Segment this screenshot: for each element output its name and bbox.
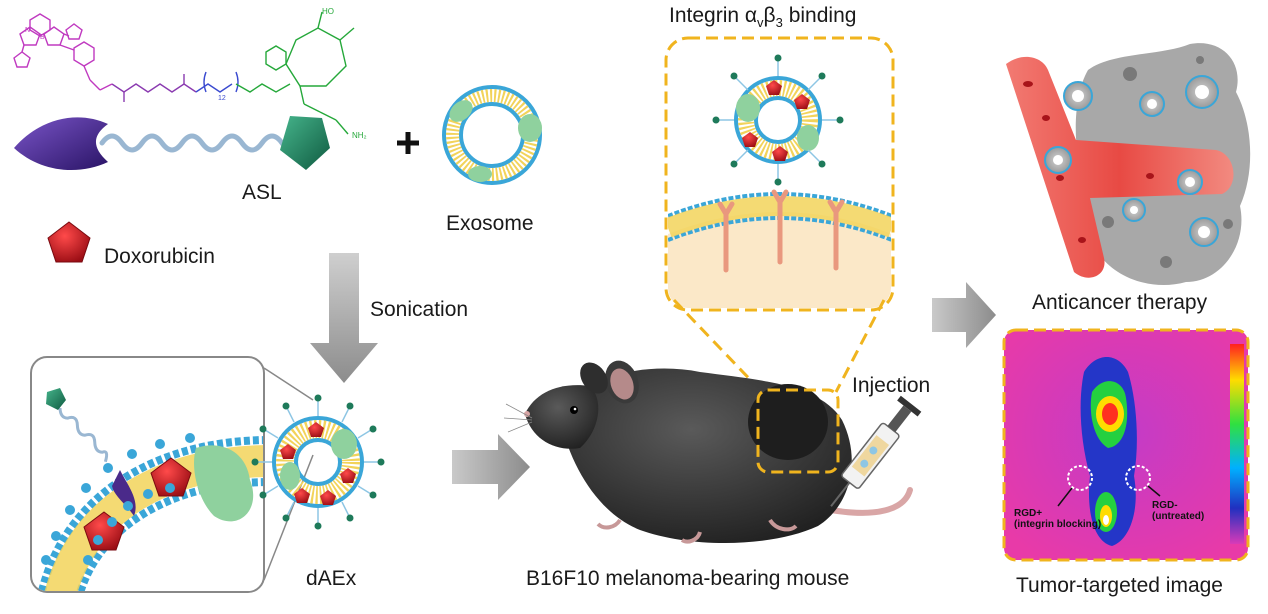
arrow-to-mouse bbox=[452, 434, 530, 500]
chem-peg-subscript: 12 bbox=[218, 95, 226, 102]
daex-icon bbox=[251, 394, 385, 530]
anticancer-therapy-label: Anticancer therapy bbox=[1032, 291, 1208, 314]
plus-icon bbox=[397, 132, 419, 154]
syringe-icon bbox=[830, 395, 922, 507]
rgd-minus-line1: RGD- bbox=[1152, 500, 1178, 511]
mouse-icon bbox=[503, 360, 913, 544]
rgd-minus-line2: (untreated) bbox=[1152, 511, 1205, 522]
chem-atom-nh2: NH₂ bbox=[352, 131, 367, 140]
asl-molecule-icon bbox=[14, 116, 330, 171]
zoom-connector-left bbox=[672, 298, 764, 394]
sonication-label: Sonication bbox=[370, 298, 469, 321]
doxorubicin-icon bbox=[47, 221, 91, 263]
rgd-minus-label: RGD- (untreated) bbox=[1152, 500, 1204, 522]
zoom-connector-right bbox=[834, 299, 886, 393]
heatmap-icon bbox=[1002, 328, 1250, 562]
integrin-sub-3: 3 bbox=[775, 15, 783, 31]
integrin-prefix: Integrin α bbox=[669, 4, 758, 27]
integrin-beta: β bbox=[763, 4, 776, 27]
asl-label: ASL bbox=[242, 181, 282, 204]
blood-vessel-icon bbox=[1006, 43, 1251, 286]
tumor-highlight-box bbox=[756, 388, 840, 474]
chem-atom-oh: HO bbox=[322, 7, 334, 16]
colorbar-icon bbox=[1230, 344, 1244, 544]
rgd-plus-label: RGD+ (integrin blocking) bbox=[1014, 508, 1101, 530]
integrin-sub-v: v bbox=[757, 15, 764, 31]
asl-chemical-structure bbox=[13, 11, 355, 135]
mouse-label: B16F10 melanoma-bearing mouse bbox=[526, 567, 850, 590]
exosome-label: Exosome bbox=[446, 212, 534, 235]
exosome-icon bbox=[442, 85, 542, 185]
chem-atom-n: N bbox=[25, 27, 30, 34]
integrin-suffix: binding bbox=[782, 4, 857, 27]
injection-label: Injection bbox=[852, 374, 931, 397]
daex-inset bbox=[30, 356, 314, 593]
tumor-targeted-image-label: Tumor-targeted image bbox=[1016, 574, 1223, 597]
rgd-plus-line2: (integrin blocking) bbox=[1014, 519, 1102, 530]
integrin-binding-panel bbox=[664, 36, 895, 312]
rgd-plus-line1: RGD+ bbox=[1014, 508, 1043, 519]
integrin-binding-label: Integrin αvβ3 binding bbox=[669, 4, 856, 30]
doxorubicin-label: Doxorubicin bbox=[104, 245, 215, 268]
chem-atom-b: B bbox=[40, 34, 45, 41]
daex-label: dAEx bbox=[306, 567, 357, 590]
arrow-to-outcomes bbox=[932, 282, 996, 348]
sonication-arrow bbox=[310, 253, 378, 383]
